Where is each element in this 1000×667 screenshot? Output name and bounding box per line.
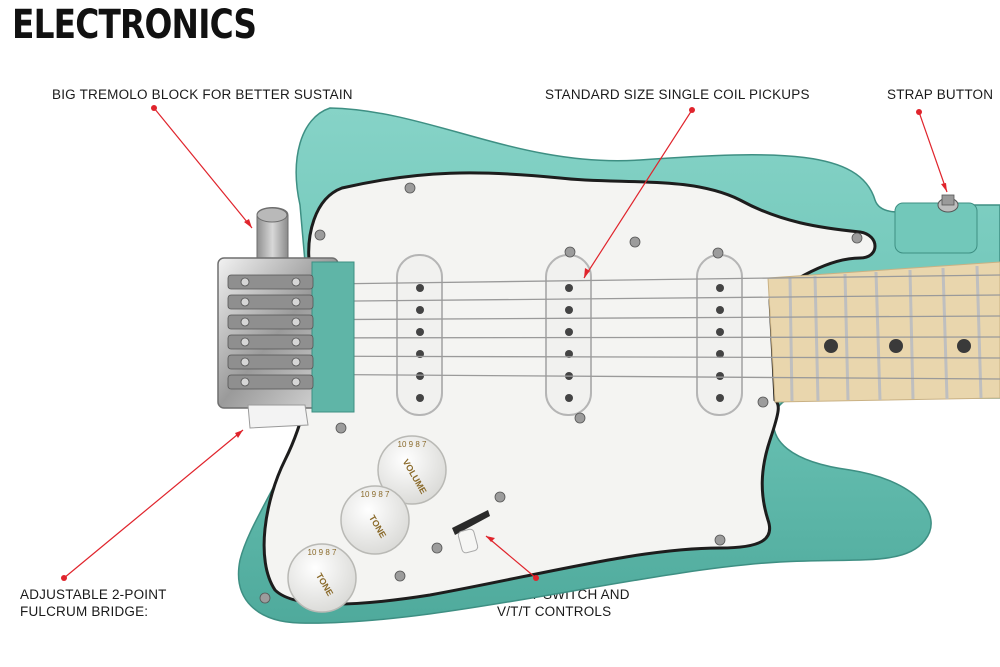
callout-label-bridge-line-2: FULCRUM BRIDGE: xyxy=(20,604,149,619)
tone-knob-2-numbers: 10 9 8 7 xyxy=(308,548,337,557)
tone-knob-1: 10 9 8 7 TONE xyxy=(340,485,410,555)
callout-label-strap-button: STRAP BUTTON xyxy=(887,87,994,102)
control-knobs: 10 9 8 7 VOLUME 10 9 8 7 TONE 10 9 8 7 T… xyxy=(287,435,447,613)
tremolo-block xyxy=(256,207,289,266)
strap-button xyxy=(937,194,959,213)
pickup-neck xyxy=(696,254,743,416)
callout-line-bridge xyxy=(61,429,244,581)
callout-line-tremolo xyxy=(151,105,253,229)
tone-knob-1-numbers: 10 9 8 7 xyxy=(361,490,390,499)
callout-line-strap xyxy=(916,109,948,193)
pickup-middle xyxy=(545,254,592,416)
callout-label-bridge: ADJUSTABLE 2-POINT FULCRUM BRIDGE: xyxy=(20,586,167,620)
callout-label-bridge-line-1: ADJUSTABLE 2-POINT xyxy=(20,587,167,602)
callout-line-pickups xyxy=(583,107,695,279)
five-way-switch xyxy=(452,510,490,554)
callout-label-tremolo-block: BIG TREMOLO BLOCK FOR BETTER SUSTAIN xyxy=(52,87,353,102)
tone-knob-2: 10 9 8 7 TONE xyxy=(287,543,357,613)
pickup-bridge xyxy=(396,254,443,416)
single-coil-pickups xyxy=(396,254,743,416)
pickguard-screws xyxy=(259,182,863,604)
fulcrum-bridge xyxy=(217,257,355,429)
maple-neck xyxy=(767,261,1000,403)
callout-lines xyxy=(61,105,948,581)
callout-label-switch-line-2: V/T/T CONTROLS xyxy=(497,604,612,619)
guitar-strings xyxy=(249,274,1000,380)
callout-label-pickups: STANDARD SIZE SINGLE COIL PICKUPS xyxy=(545,87,810,102)
page-title: ELECTRONICS xyxy=(12,2,257,48)
volume-knob-numbers: 10 9 8 7 xyxy=(398,440,427,449)
callout-line-switch xyxy=(485,535,539,581)
volume-knob: 10 9 8 7 VOLUME xyxy=(377,435,447,505)
